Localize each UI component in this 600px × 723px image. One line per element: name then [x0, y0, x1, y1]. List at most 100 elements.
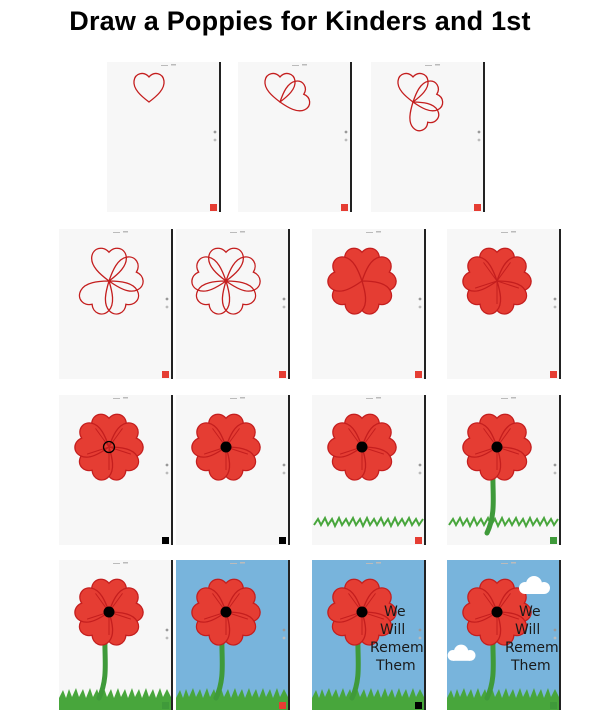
color-swatch [415, 371, 422, 378]
grass [176, 688, 288, 710]
petal-1 [133, 72, 165, 103]
petal-5 [462, 587, 498, 623]
drawing-canvas [176, 560, 288, 710]
color-swatch [474, 204, 481, 211]
toolbar-marks [292, 64, 348, 211]
drawing-canvas [191, 397, 286, 544]
flower-center [220, 606, 232, 618]
step-panel-12 [59, 560, 173, 710]
step-panel-7 [447, 229, 561, 379]
petal-3 [221, 280, 257, 315]
step-panel-2 [238, 62, 352, 212]
toolbar-marks [366, 397, 422, 544]
petal-1 [397, 72, 429, 103]
petal-5 [74, 587, 110, 623]
petal-line [496, 262, 511, 282]
caption-line-2: Will [380, 622, 405, 638]
toolbar-marks [113, 231, 169, 378]
toolbar-marks [230, 397, 286, 544]
caption-line-4: Them [375, 658, 416, 674]
drawing-canvas [462, 231, 557, 378]
petal-2 [225, 256, 261, 292]
grass-line [448, 515, 559, 529]
step-panel-14: We Will Remember Them [312, 560, 426, 710]
color-swatch [279, 537, 286, 544]
grass [312, 688, 424, 710]
flower-center [220, 441, 232, 453]
petal-3 [104, 280, 140, 315]
caption-line-3: Remember [370, 640, 424, 656]
drawing-canvas [74, 397, 169, 544]
cloud [447, 644, 476, 661]
flower-center [356, 606, 368, 618]
color-swatch [415, 702, 422, 709]
petal-5 [74, 422, 110, 458]
toolbar-marks [113, 397, 169, 544]
petal-5 [327, 256, 363, 292]
color-swatch [550, 371, 557, 378]
petal-2 [108, 256, 144, 292]
step-panel-11 [447, 395, 561, 545]
toolbar-marks [230, 562, 286, 709]
color-swatch [341, 204, 348, 211]
caption-line-1: We [519, 604, 541, 620]
petal-2 [279, 80, 311, 112]
caption-line-1: We [384, 604, 406, 620]
toolbar-marks [501, 562, 557, 709]
petal-line [108, 446, 132, 455]
cloud [519, 576, 550, 594]
petal-3 [409, 101, 440, 132]
petal-line [474, 280, 498, 289]
flower-center [491, 606, 503, 618]
step-panel-3 [371, 62, 485, 212]
step-panel-5 [176, 229, 290, 379]
drawing-canvas [327, 231, 422, 378]
petal-4 [195, 280, 231, 315]
toolbar-marks [230, 231, 286, 378]
color-swatch [210, 204, 217, 211]
color-swatch [162, 371, 169, 378]
flower-center [102, 440, 116, 454]
grass [59, 688, 171, 710]
petal-5 [327, 422, 363, 458]
petal-5 [327, 587, 363, 623]
drawing-canvas: We Will Remember Them [312, 560, 424, 710]
step-panel-15: We Will Remember Them [447, 560, 561, 710]
page-title: Draw a Poppies for Kinders and 1st [69, 6, 531, 36]
petal-1 [91, 247, 127, 282]
color-swatch [279, 702, 286, 709]
petal-line [496, 280, 520, 289]
drawing-canvas [78, 231, 169, 378]
toolbar-marks [161, 64, 217, 211]
color-swatch [415, 537, 422, 544]
color-swatch [550, 702, 557, 709]
petal-line [483, 262, 498, 282]
drawing-canvas [448, 397, 559, 544]
drawing-canvas [313, 397, 424, 544]
petal-line [108, 428, 123, 448]
flower-center [491, 441, 503, 453]
toolbar-marks [113, 562, 169, 709]
petal-line [95, 428, 110, 448]
petal-1 [264, 72, 296, 103]
color-swatch [162, 702, 169, 709]
color-swatch [162, 537, 169, 544]
step-panel-10 [312, 395, 426, 545]
petal-5 [462, 256, 498, 292]
petal-4 [78, 280, 114, 315]
flower-center [356, 441, 368, 453]
grass [447, 688, 559, 710]
step-panel-6 [312, 229, 426, 379]
flower-center [103, 606, 115, 618]
petal-1 [208, 247, 244, 282]
color-swatch [279, 371, 286, 378]
step-panel-8 [59, 395, 173, 545]
toolbar-marks [366, 562, 422, 709]
grass-line [313, 515, 424, 529]
petal-2 [412, 80, 444, 112]
toolbar-marks [501, 397, 557, 544]
caption-line-2: Will [515, 622, 540, 638]
petal-5 [191, 256, 227, 292]
drawing-canvas: We Will Remember Them [447, 560, 559, 710]
drawing-canvas [59, 562, 171, 710]
